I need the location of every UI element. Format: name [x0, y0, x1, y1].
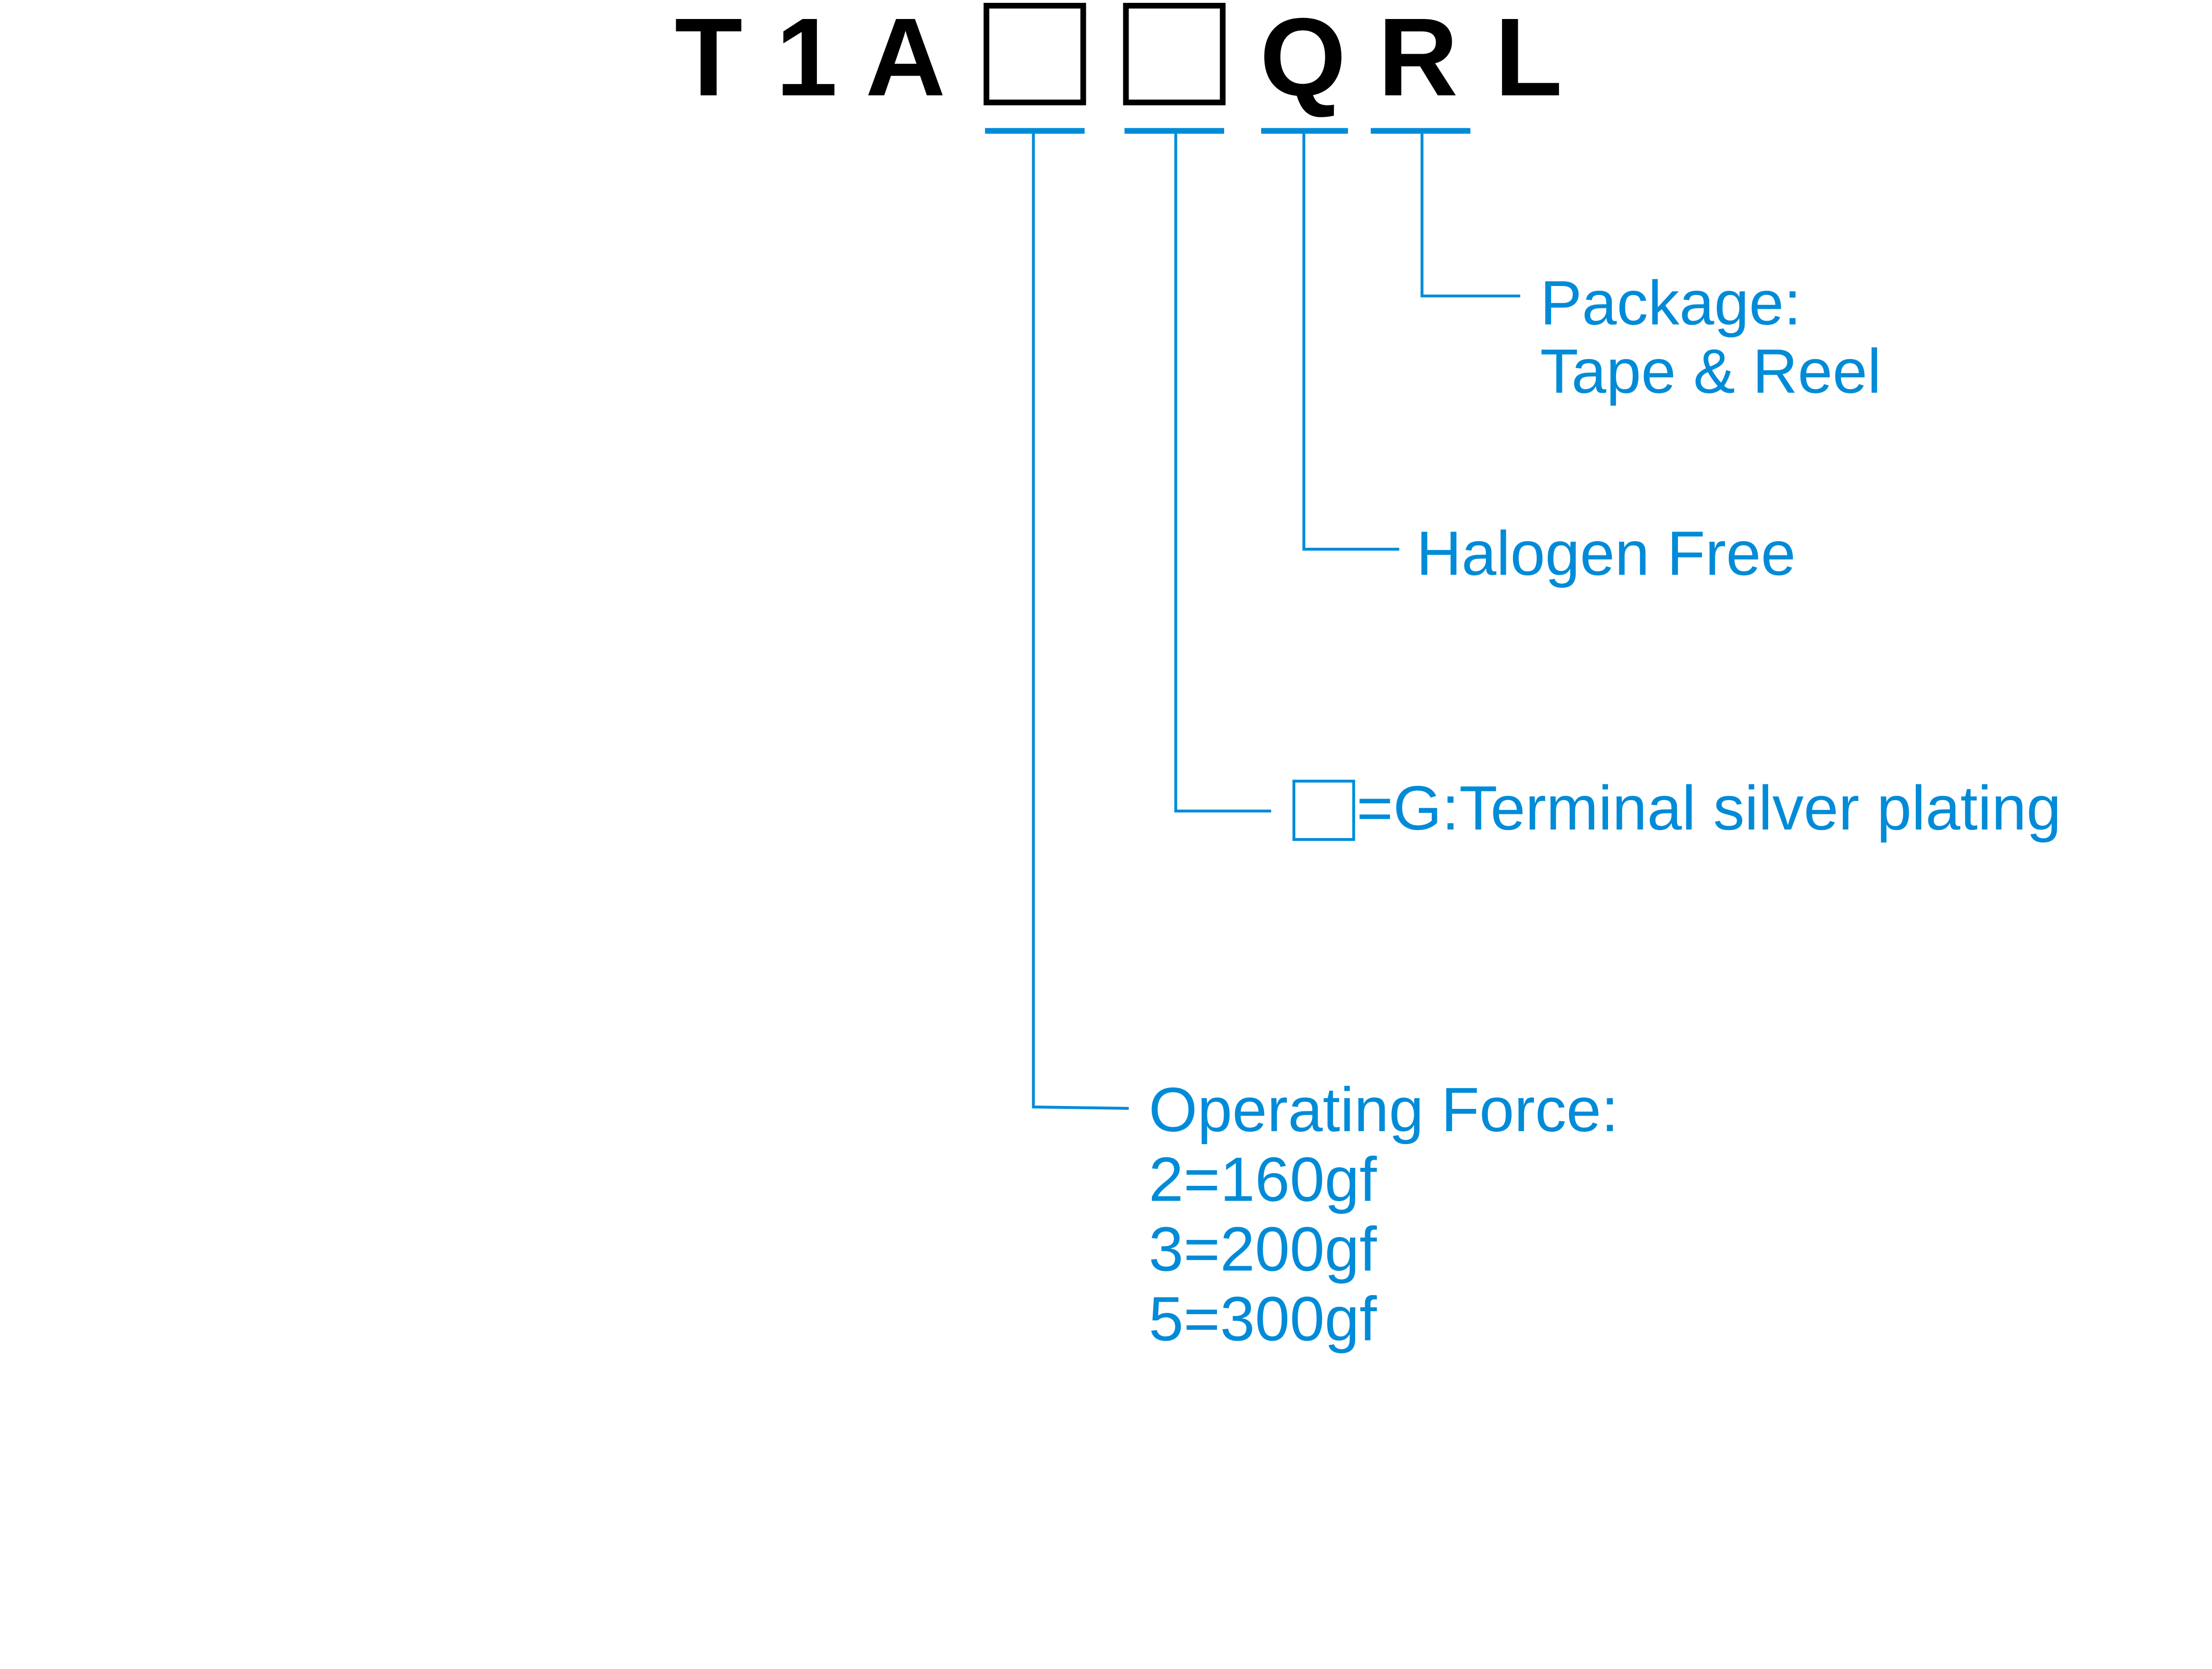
- callout-plating: =G:Terminal silver plating: [1292, 773, 2061, 843]
- part-char-l: L: [1494, 0, 1562, 119]
- placeholder-box-icon: [1292, 780, 1355, 841]
- force-option: 3=200gf: [1149, 1214, 1377, 1284]
- placeholder-box-plating: [1123, 2, 1226, 105]
- force-label: Operating Force:: [1149, 1075, 1618, 1144]
- part-char-t: T: [675, 0, 743, 119]
- force-option: 5=300gf: [1149, 1284, 1377, 1354]
- package-value: Tape & Reel: [1540, 336, 1881, 406]
- callout-package: Package: Tape & Reel: [1540, 268, 1881, 406]
- part-char-q: Q: [1260, 0, 1346, 119]
- leader-line-plating: [1174, 131, 1271, 813]
- callout-operating-force: Operating Force: 2=160gf 3=200gf 5=300gf: [1149, 1075, 1618, 1354]
- part-number-title: T 1 A Q R L: [675, 0, 1562, 119]
- placeholder-box-force: [983, 2, 1086, 105]
- force-option: 2=160gf: [1149, 1144, 1377, 1214]
- callout-halogen: Halogen Free: [1417, 518, 1796, 588]
- halogen-label: Halogen Free: [1417, 518, 1796, 588]
- part-char-a: A: [865, 0, 946, 119]
- leader-line-halogen: [1302, 131, 1399, 551]
- part-char-1: 1: [776, 0, 838, 119]
- leader-line-package: [1420, 131, 1521, 297]
- part-char-r: R: [1378, 0, 1458, 119]
- leader-line-force: [1032, 131, 1129, 1110]
- package-label: Package:: [1540, 268, 1801, 338]
- plating-label: =G:Terminal silver plating: [1357, 773, 2061, 843]
